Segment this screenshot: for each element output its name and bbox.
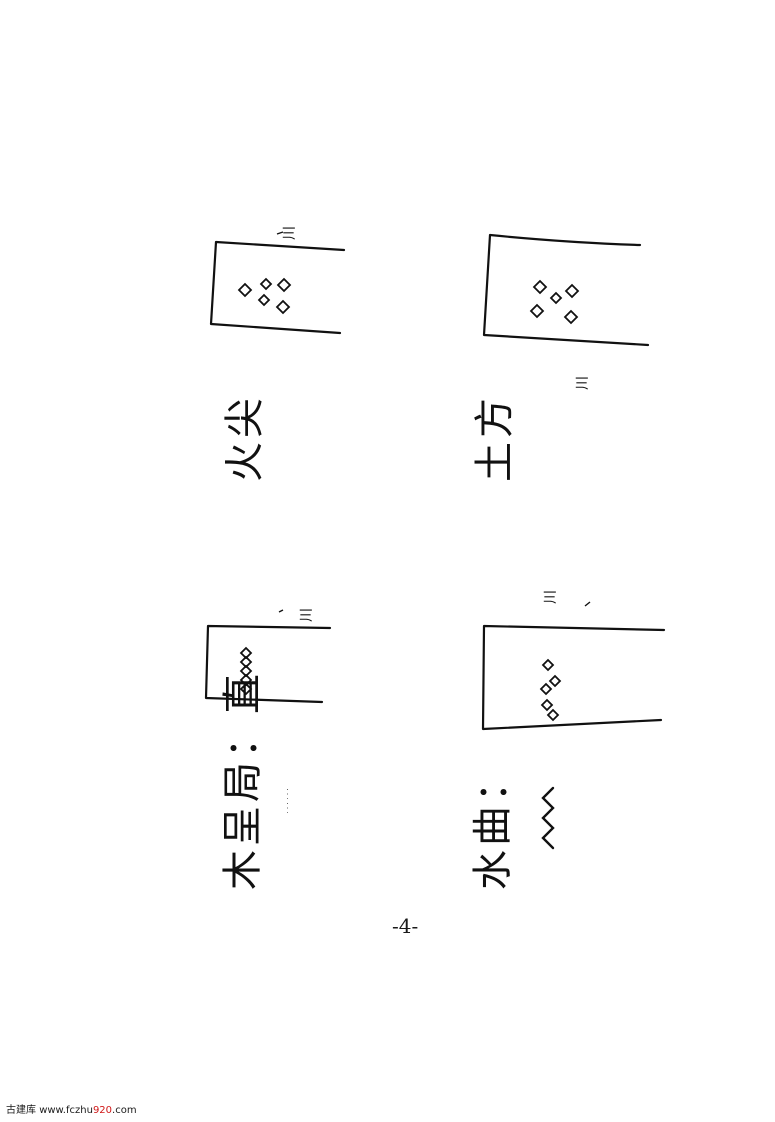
mark-fire: 川 bbox=[282, 226, 298, 240]
label-fire: 火尖 bbox=[222, 394, 268, 482]
diamonds-water bbox=[539, 658, 562, 722]
footer-site-name: 古建库 bbox=[6, 1105, 36, 1116]
footer-url-prefix: www.fczhu bbox=[39, 1105, 93, 1116]
diamonds-wood bbox=[239, 646, 253, 696]
mark-wood: 川 bbox=[299, 608, 315, 622]
stray-marks bbox=[276, 231, 591, 613]
label-earth: 土方 bbox=[472, 394, 518, 482]
box-earth bbox=[482, 233, 650, 347]
label-wood-suffix: …… bbox=[276, 787, 292, 815]
box-wood bbox=[204, 624, 332, 704]
footer-url-suffix: .com bbox=[112, 1105, 137, 1116]
footer-watermark: 古建库 www.fczhu920.com bbox=[6, 1101, 137, 1116]
box-fire bbox=[209, 240, 346, 335]
diamonds-fire bbox=[237, 277, 292, 315]
footer-url-number: 920 bbox=[92, 1105, 113, 1116]
label-water: 水曲： bbox=[470, 758, 516, 890]
box-water bbox=[481, 624, 666, 731]
label-wood: 木呈局：直 bbox=[220, 670, 266, 890]
mark-earth: 川 bbox=[575, 376, 591, 390]
diamonds-earth bbox=[529, 279, 580, 325]
page-number: -4- bbox=[392, 914, 419, 938]
water-squiggle bbox=[541, 786, 555, 850]
mark-water: 川 bbox=[543, 590, 559, 604]
